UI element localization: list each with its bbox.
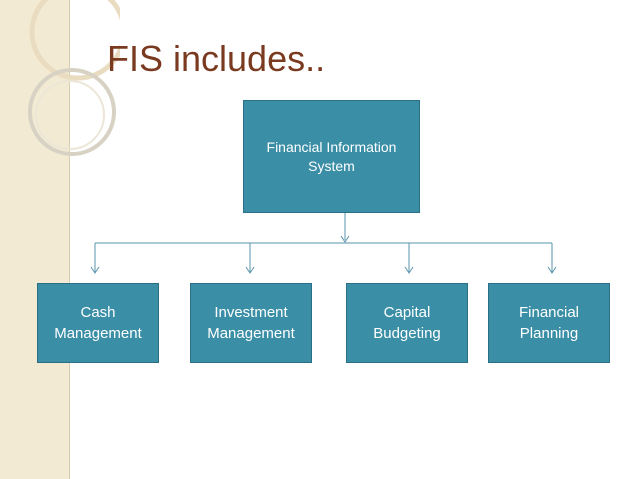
branch-arrow-capital xyxy=(404,266,414,274)
side-panel-decoration xyxy=(0,0,70,479)
child-node-investment-management: Investment Management xyxy=(190,283,312,363)
branch-arrow-planning xyxy=(547,266,557,274)
child-node-cash-management: Cash Management xyxy=(37,283,159,363)
side-panel-edge xyxy=(69,0,70,479)
root-stem-arrow xyxy=(340,235,350,243)
root-node-financial-information-system: Financial Information System xyxy=(243,100,420,213)
decorative-circle-1 xyxy=(29,0,120,81)
decorative-circle-3 xyxy=(35,80,105,150)
child-node-label: Cash Management xyxy=(54,304,142,342)
child-node-label: Capital Budgeting xyxy=(373,304,441,342)
child-node-financial-planning: Financial Planning xyxy=(488,283,610,363)
branch-arrow-cash xyxy=(90,266,100,274)
root-node-label: Financial Information System xyxy=(266,138,397,174)
branch-arrow-investment xyxy=(245,266,255,274)
child-node-label: Investment Management xyxy=(207,304,295,342)
child-node-label: Financial Planning xyxy=(518,304,580,342)
decorative-circle-2 xyxy=(28,68,116,156)
child-node-capital-budgeting: Capital Budgeting xyxy=(346,283,468,363)
slide-title: FIS includes.. xyxy=(107,38,326,79)
decorative-circles xyxy=(28,0,120,156)
